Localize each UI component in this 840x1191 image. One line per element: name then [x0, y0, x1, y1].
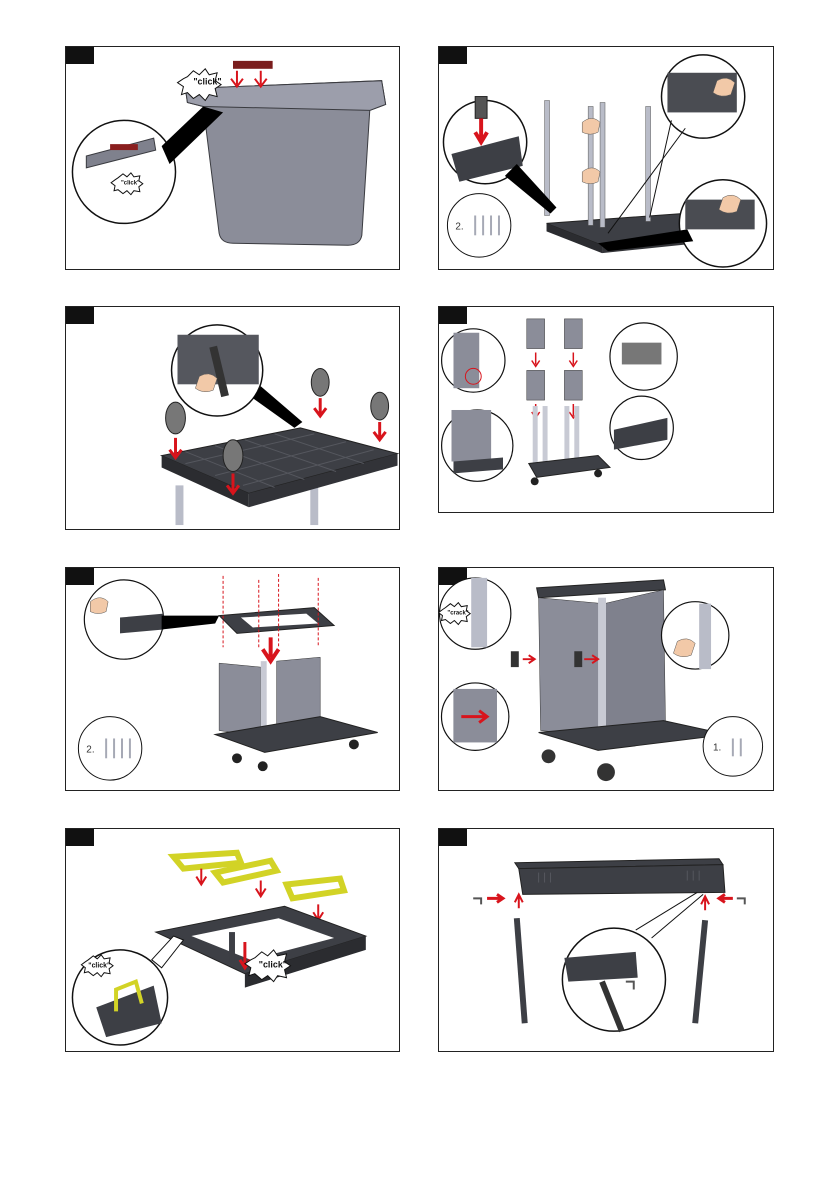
handle-illustration	[439, 829, 773, 1051]
hand-icon	[582, 118, 600, 134]
step-panel-8	[438, 828, 774, 1052]
caster-wheel	[542, 749, 556, 763]
leg-rod	[517, 918, 525, 1023]
click-label: "click"	[193, 77, 221, 87]
detail-magnifier	[72, 120, 175, 223]
caster-wheel	[258, 761, 268, 771]
step-panel-1: "click" "click"	[65, 46, 400, 270]
down-arrow-icon	[532, 353, 540, 367]
callout-wedge	[253, 386, 303, 428]
poles-illustration: 2.	[439, 47, 773, 269]
top-frame-illustration: 2.	[66, 568, 399, 790]
click-label: "click"	[259, 960, 287, 970]
hand-icon	[582, 168, 600, 184]
latch-part	[574, 651, 582, 667]
leg-rod	[695, 920, 705, 1023]
down-arrow-icon	[569, 353, 577, 367]
side-panel	[527, 370, 545, 400]
down-arrow-icon	[374, 422, 386, 440]
clip-detail	[110, 144, 138, 150]
down-arrow-icon	[231, 71, 243, 87]
down-arrow-icon	[256, 881, 266, 897]
detail-magnifier	[662, 602, 729, 669]
latch-part	[511, 651, 519, 667]
callout-wedge	[152, 936, 184, 968]
handle-bar	[519, 865, 725, 895]
caster-wheel	[311, 368, 329, 396]
caster-wheel	[371, 392, 389, 420]
step-panel-3	[65, 306, 400, 530]
hand-icon	[90, 598, 108, 614]
pole	[600, 103, 605, 228]
crack-label: "crack"	[447, 611, 468, 617]
callout-wedge	[162, 616, 219, 630]
clip-part	[233, 61, 273, 69]
panels-illustration	[439, 307, 773, 512]
caster-wheel	[223, 440, 243, 472]
side-panel	[564, 319, 582, 349]
clips-illustration: "click" "click"	[66, 829, 399, 1051]
pole	[646, 106, 651, 221]
side-panel	[564, 370, 582, 400]
step-panel-2: 2.	[438, 46, 774, 270]
down-arrow-icon	[255, 71, 267, 87]
yellow-clip	[287, 879, 344, 899]
bin-illustration: "click" "click"	[66, 47, 399, 269]
left-arrow-icon	[719, 894, 733, 902]
down-arrow-icon	[314, 398, 326, 416]
click-label-detail: "click"	[88, 963, 110, 970]
step-panel-7: "click" "click"	[65, 828, 400, 1052]
step-panel-6: "crack" 1.	[438, 567, 774, 791]
click-label-detail: "click"	[121, 181, 140, 187]
parts-count-label: 2.	[455, 221, 463, 232]
right-arrow-icon	[487, 894, 503, 902]
side-panel	[219, 663, 261, 736]
step-panel-5: 2.	[65, 567, 400, 791]
down-arrow-icon	[263, 637, 279, 661]
parts-count-label: 1.	[713, 742, 721, 753]
right-arrow-icon	[523, 655, 535, 663]
screw-icon	[737, 898, 745, 904]
casters-illustration	[66, 307, 399, 529]
side-panel	[527, 319, 545, 349]
caster-wheel	[349, 739, 359, 749]
down-arrow-icon	[196, 869, 206, 885]
caster-wheel	[597, 763, 615, 781]
door-panel	[539, 598, 604, 737]
parts-count-label: 2.	[86, 744, 94, 755]
caster-wheel	[232, 753, 242, 763]
caster-wheel	[166, 402, 186, 434]
screw-icon	[473, 898, 481, 904]
step-panel-4	[438, 306, 774, 513]
latch-illustration: "crack" 1.	[439, 568, 773, 790]
up-arrow-icon	[515, 894, 523, 908]
up-arrow-icon	[701, 896, 709, 910]
